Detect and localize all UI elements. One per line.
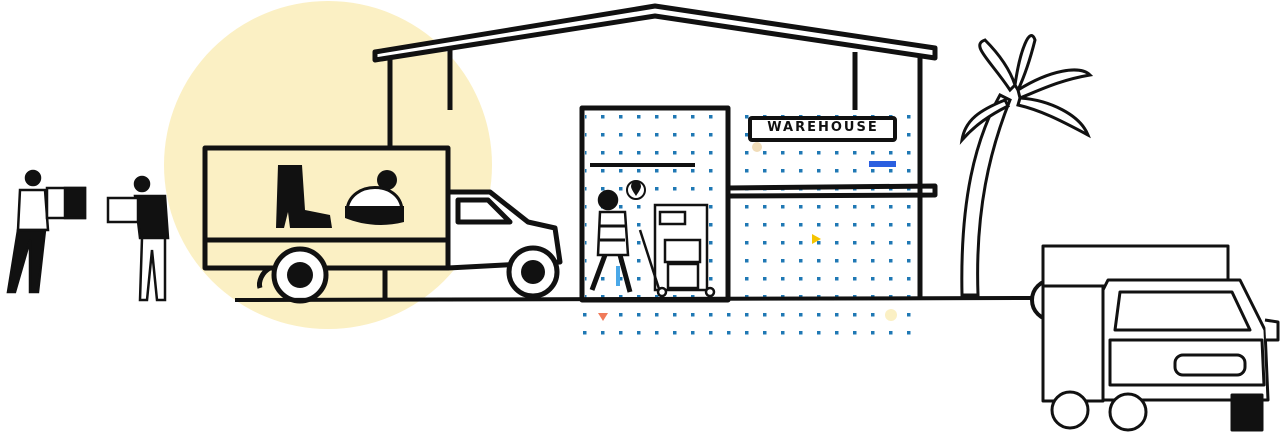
blue-accent (869, 161, 896, 167)
ground-line (234, 296, 1036, 302)
person-carrying-box (6, 169, 87, 294)
truck-wheel (271, 245, 560, 304)
warehouse-building (372, 3, 938, 303)
dot-pattern-floor (578, 304, 918, 340)
dot-pattern (585, 115, 920, 300)
person-carrying-box (106, 175, 170, 302)
location-pin-icon (626, 180, 646, 200)
palm-tree-icon (959, 34, 1094, 297)
boot-icon (276, 165, 332, 228)
beanie-icon (345, 170, 404, 225)
warehouse-sign: WAREHOUSE (767, 120, 879, 135)
highlight-circle (164, 1, 492, 329)
delivery-van (1041, 244, 1280, 432)
warehouse-worker (589, 189, 716, 298)
